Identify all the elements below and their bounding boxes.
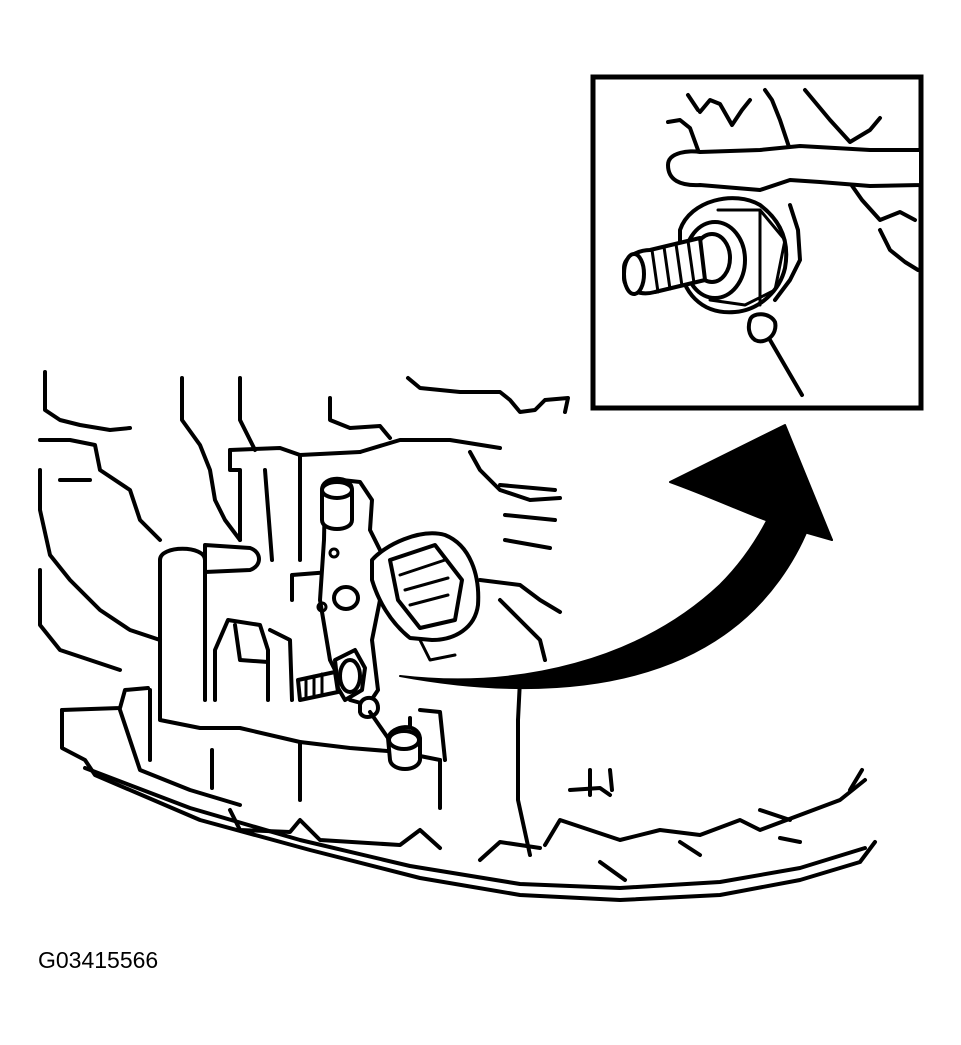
figure-id: G03415566 [38, 947, 159, 973]
inset-detail-view [590, 74, 924, 411]
detail-arrow [399, 424, 833, 690]
speed-sensor-assembly [296, 476, 481, 771]
